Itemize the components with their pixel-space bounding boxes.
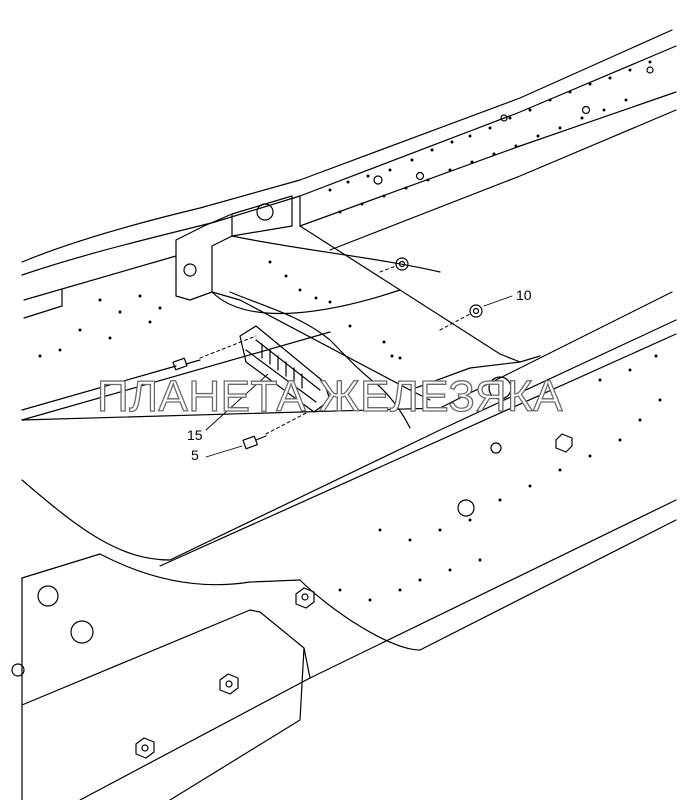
frame-holes: [373, 66, 654, 185]
nut-upper: [395, 257, 409, 271]
frame-bolt: [219, 673, 239, 695]
rivet-holes: [38, 60, 662, 602]
bolt-5-upper: [172, 357, 201, 371]
wiring-harness: [229, 291, 411, 429]
cross-member: [175, 195, 541, 401]
nut-10: [469, 304, 483, 318]
callout-5: 5: [191, 447, 199, 463]
bolt-5: [242, 435, 267, 450]
frame-bolt: [295, 587, 315, 609]
frame-bolt: [555, 433, 573, 453]
frame-bolt: [135, 737, 155, 759]
lamp-unit: [239, 325, 331, 413]
callout-10: 10: [516, 287, 532, 303]
lower-side-rail: [11, 291, 677, 800]
callout-15: 15: [187, 427, 203, 443]
upper-side-rail: [21, 29, 677, 421]
assembly-lines: [199, 265, 471, 435]
callout-leaders: [205, 295, 513, 458]
